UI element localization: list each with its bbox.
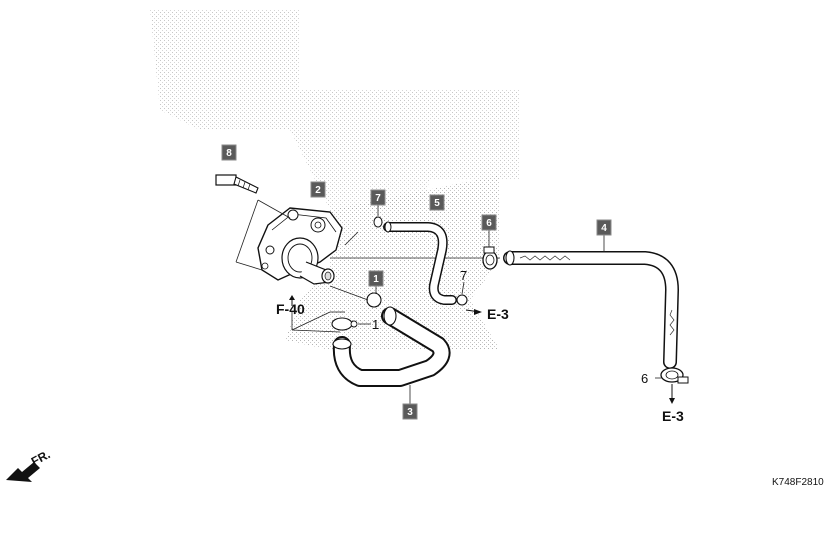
- clip-part-1: [329, 285, 382, 331]
- callout-7: 7: [370, 189, 386, 206]
- callout-6: 6: [481, 214, 497, 231]
- diagram-code: K748F2810: [772, 477, 824, 488]
- ref-e3-lower: E-3: [662, 384, 684, 424]
- callout-8: 8: [221, 144, 237, 161]
- ref-e3-upper-label: E-3: [487, 306, 509, 322]
- mount-lines: [330, 231, 500, 259]
- svg-text:1: 1: [373, 274, 379, 285]
- front-direction-arrow-icon: FR.: [6, 447, 52, 482]
- ref-f40-label: F-40: [276, 301, 305, 317]
- svg-text:3: 3: [407, 407, 413, 418]
- svg-text:4: 4: [601, 223, 607, 234]
- callout-4: 4: [596, 219, 612, 236]
- svg-text:2: 2: [315, 185, 321, 196]
- svg-text:7: 7: [375, 193, 381, 204]
- clamp-part-6: [482, 230, 498, 270]
- f40-bracket: [291, 311, 345, 333]
- clip-part-7b: [456, 281, 468, 306]
- ref-e3-lower-label: E-3: [662, 408, 684, 424]
- callout-2: 2: [310, 181, 326, 198]
- clamp-part-6-lower: [655, 367, 689, 384]
- label-1: 1: [372, 317, 379, 332]
- reference-arrow-icon: [474, 309, 482, 315]
- ref-f40: F-40: [276, 295, 305, 317]
- clip-part-7: [373, 205, 383, 228]
- ref-e3-upper: E-3: [465, 306, 509, 322]
- label-7: 7: [460, 268, 467, 283]
- bolt-leaders: [235, 199, 291, 271]
- hose-part-3: [332, 306, 451, 405]
- hose-part-4: [503, 235, 679, 369]
- reference-arrow-icon: [669, 398, 675, 404]
- callout-3: 3: [402, 403, 418, 420]
- svg-text:8: 8: [226, 148, 232, 159]
- label-6: 6: [641, 371, 648, 386]
- svg-text:6: 6: [486, 218, 492, 229]
- valve-part: [257, 207, 343, 285]
- callout-5: 5: [429, 194, 445, 211]
- stipple-background: [150, 10, 520, 350]
- bolt-part: [215, 174, 259, 194]
- callout-1: 1: [368, 270, 384, 287]
- svg-text:5: 5: [434, 198, 440, 209]
- hose-part-5: [383, 221, 457, 305]
